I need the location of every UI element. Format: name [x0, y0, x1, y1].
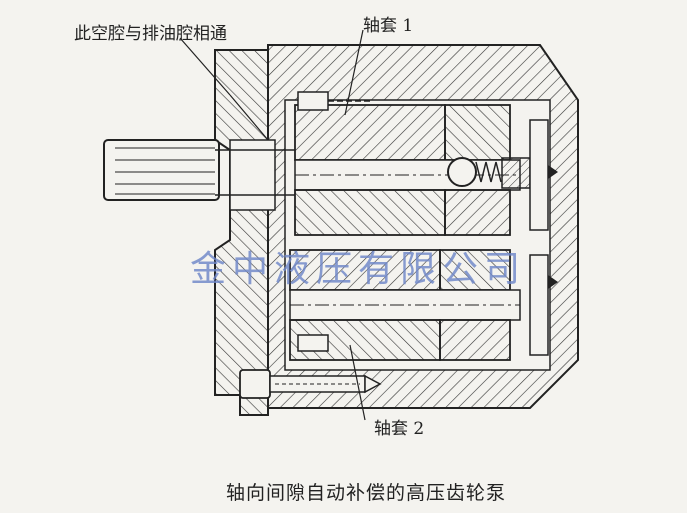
label-cavity-note: 此空腔与排油腔相通 [74, 24, 227, 44]
upper-bolt [297, 91, 372, 111]
drive-shaft [103, 139, 295, 201]
label-sleeve-2: 轴套 2 [374, 419, 425, 439]
check-valve [447, 157, 558, 189]
leader-lines [179, 29, 366, 421]
front-cover [214, 49, 276, 416]
upper-gear [294, 104, 521, 236]
end-cover-channels [529, 119, 558, 356]
company-watermark: 金中液压有限公司 [190, 249, 527, 290]
lower-bolt [239, 369, 382, 399]
label-sleeve-1: 轴套 1 [363, 16, 414, 36]
figure-caption: 轴向间隙自动补偿的高压齿轮泵 [226, 482, 507, 504]
middle-dowel [297, 334, 329, 352]
